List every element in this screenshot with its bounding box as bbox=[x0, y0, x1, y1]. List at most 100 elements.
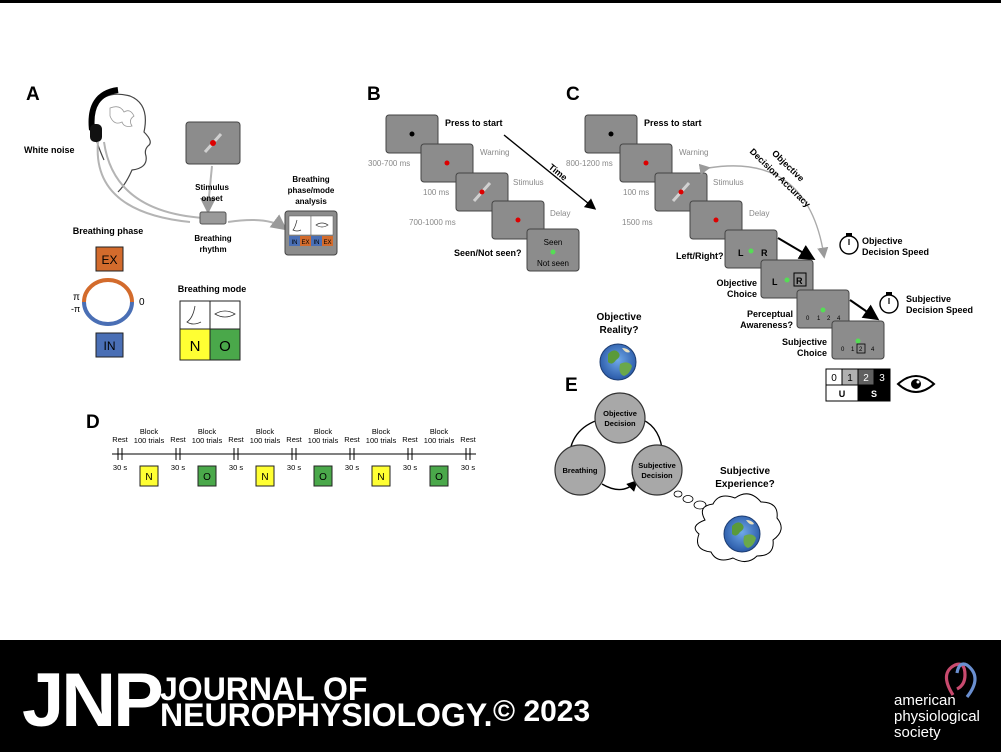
c-subj-speed-1: Subjective bbox=[906, 294, 951, 304]
pi-label: π bbox=[73, 292, 80, 303]
figure-canvas: A White noise Stimulus onset Breathing r… bbox=[24, 84, 973, 562]
c-warning: Warning bbox=[679, 148, 709, 157]
rest-duration: 30 s bbox=[345, 463, 359, 472]
c-screen-7 bbox=[796, 289, 850, 329]
panel-label-c: C bbox=[566, 84, 580, 105]
block-label-2: 100 trials bbox=[192, 436, 223, 445]
c-accuracy-arrow bbox=[698, 163, 829, 259]
rest-duration: 30 s bbox=[461, 463, 475, 472]
objective-decision-node bbox=[594, 392, 646, 444]
c-small-scale-b3: 4 bbox=[871, 347, 875, 353]
b-press-to-start: Press to start bbox=[445, 118, 503, 128]
nose-icon bbox=[186, 305, 202, 325]
globe-icon-experience bbox=[723, 515, 761, 553]
c-press-to-start: Press to start bbox=[644, 118, 702, 128]
c-small-scale-b0: 0 bbox=[841, 347, 845, 353]
objective-reality-2: Reality? bbox=[600, 325, 639, 336]
aps-line-3: society bbox=[894, 724, 941, 741]
copyright: © 2023 bbox=[493, 695, 591, 728]
c-awareness-2: Awareness? bbox=[740, 320, 793, 330]
rest-duration: 30 s bbox=[229, 463, 243, 472]
block-label-2: 100 trials bbox=[308, 436, 339, 445]
subjective-experience-2: Experience? bbox=[715, 479, 774, 490]
c-subjective-choice-1: Subjective bbox=[782, 337, 827, 347]
scale-3: 3 bbox=[879, 373, 885, 384]
rest-label: Rest bbox=[460, 435, 476, 444]
stimulus-onset-label-2: onset bbox=[201, 194, 223, 203]
rest-label: Rest bbox=[286, 435, 302, 444]
journal-footer bbox=[0, 640, 1001, 752]
block-mode-label: O bbox=[203, 472, 211, 483]
block-timeline: Rest 30 s Rest 30 s Rest 30 s Rest 30 s Rest 30 s… bbox=[112, 427, 477, 487]
top-border bbox=[0, 0, 1001, 3]
c-objective-choice-2: Choice bbox=[727, 289, 757, 299]
c-objective-choice-1: Objective bbox=[716, 278, 757, 288]
mouth-cell bbox=[209, 300, 241, 330]
c-small-scale-1: 1 bbox=[817, 316, 821, 322]
stimulus-onset-label-1: Stimulus bbox=[195, 183, 229, 192]
block-label-2: 100 trials bbox=[134, 436, 165, 445]
scale-1: 1 bbox=[847, 373, 853, 384]
awareness-scale bbox=[825, 368, 891, 402]
neg-pi-label: -π bbox=[71, 304, 80, 314]
block-label-2: 100 trials bbox=[366, 436, 397, 445]
globe-icon-reality bbox=[599, 343, 637, 381]
c-time-1: 800-1200 ms bbox=[566, 159, 613, 168]
c-screen-6 bbox=[760, 259, 814, 299]
block-mode-label: N bbox=[377, 472, 384, 483]
panel-label-b: B bbox=[367, 84, 381, 105]
block-mode-label: N bbox=[145, 472, 152, 483]
b-delay: Delay bbox=[550, 209, 570, 218]
aps-line-2: physiological bbox=[894, 708, 980, 725]
panel-label-a: A bbox=[26, 84, 40, 105]
rest-label: Rest bbox=[228, 435, 244, 444]
block-box bbox=[255, 465, 275, 487]
headphones-icon bbox=[88, 87, 119, 131]
zero-label: 0 bbox=[139, 297, 145, 308]
panel-label-d: D bbox=[86, 412, 100, 433]
ex-phase-box bbox=[95, 246, 124, 272]
mini-cell-1: IN bbox=[292, 240, 298, 246]
mode-n-box bbox=[179, 328, 211, 361]
breathing-rhythm-box bbox=[199, 211, 227, 225]
breathing-node-label: Breathing bbox=[562, 466, 597, 475]
rest-duration: 30 s bbox=[171, 463, 185, 472]
objective-reality-1: Objective bbox=[596, 312, 641, 323]
mode-n-label: N bbox=[190, 338, 201, 355]
scale-u: U bbox=[839, 389, 846, 399]
block-box bbox=[371, 465, 391, 487]
block-label-1: Block bbox=[372, 427, 391, 436]
rest-label: Rest bbox=[344, 435, 360, 444]
c-subj-speed-2: Decision Speed bbox=[906, 305, 973, 315]
c-small-scale-b2: 2 bbox=[859, 347, 863, 353]
nose-cell bbox=[179, 300, 211, 330]
c-time-2: 100 ms bbox=[623, 188, 649, 197]
b-time-arrow bbox=[503, 134, 597, 210]
analysis-label-3: analysis bbox=[295, 197, 327, 206]
block-label-1: Block bbox=[314, 427, 333, 436]
rest-duration: 30 s bbox=[403, 463, 417, 472]
block-box bbox=[313, 465, 333, 487]
white-noise-label: White noise bbox=[24, 145, 75, 155]
c-screen-8 bbox=[831, 320, 885, 360]
b-time-3: 700-1000 ms bbox=[409, 218, 456, 227]
breathing-phase-title: Breathing phase bbox=[73, 226, 144, 236]
aps-line-1: american bbox=[894, 692, 956, 709]
c-obj-speed-1: Objective bbox=[862, 236, 903, 246]
subjective-experience-1: Subjective bbox=[720, 466, 770, 477]
rest-label: Rest bbox=[402, 435, 418, 444]
c-obj-speed-2: Decision Speed bbox=[862, 247, 929, 257]
analysis-label-2: phase/mode bbox=[288, 186, 335, 195]
breathing-mode-title: Breathing mode bbox=[178, 284, 247, 294]
b-stimulus: Stimulus bbox=[513, 178, 544, 187]
stopwatch-icon-1 bbox=[839, 233, 859, 255]
in-phase-box bbox=[95, 332, 124, 358]
block-label-1: Block bbox=[198, 427, 217, 436]
block-label-2: 100 trials bbox=[250, 436, 281, 445]
block-box bbox=[139, 465, 159, 487]
rest-duration: 30 s bbox=[287, 463, 301, 472]
mode-o-label: O bbox=[219, 338, 231, 355]
mouth-icon bbox=[214, 310, 236, 318]
b-seen: Seen bbox=[544, 238, 563, 247]
c-small-scale-2: 2 bbox=[827, 316, 831, 322]
